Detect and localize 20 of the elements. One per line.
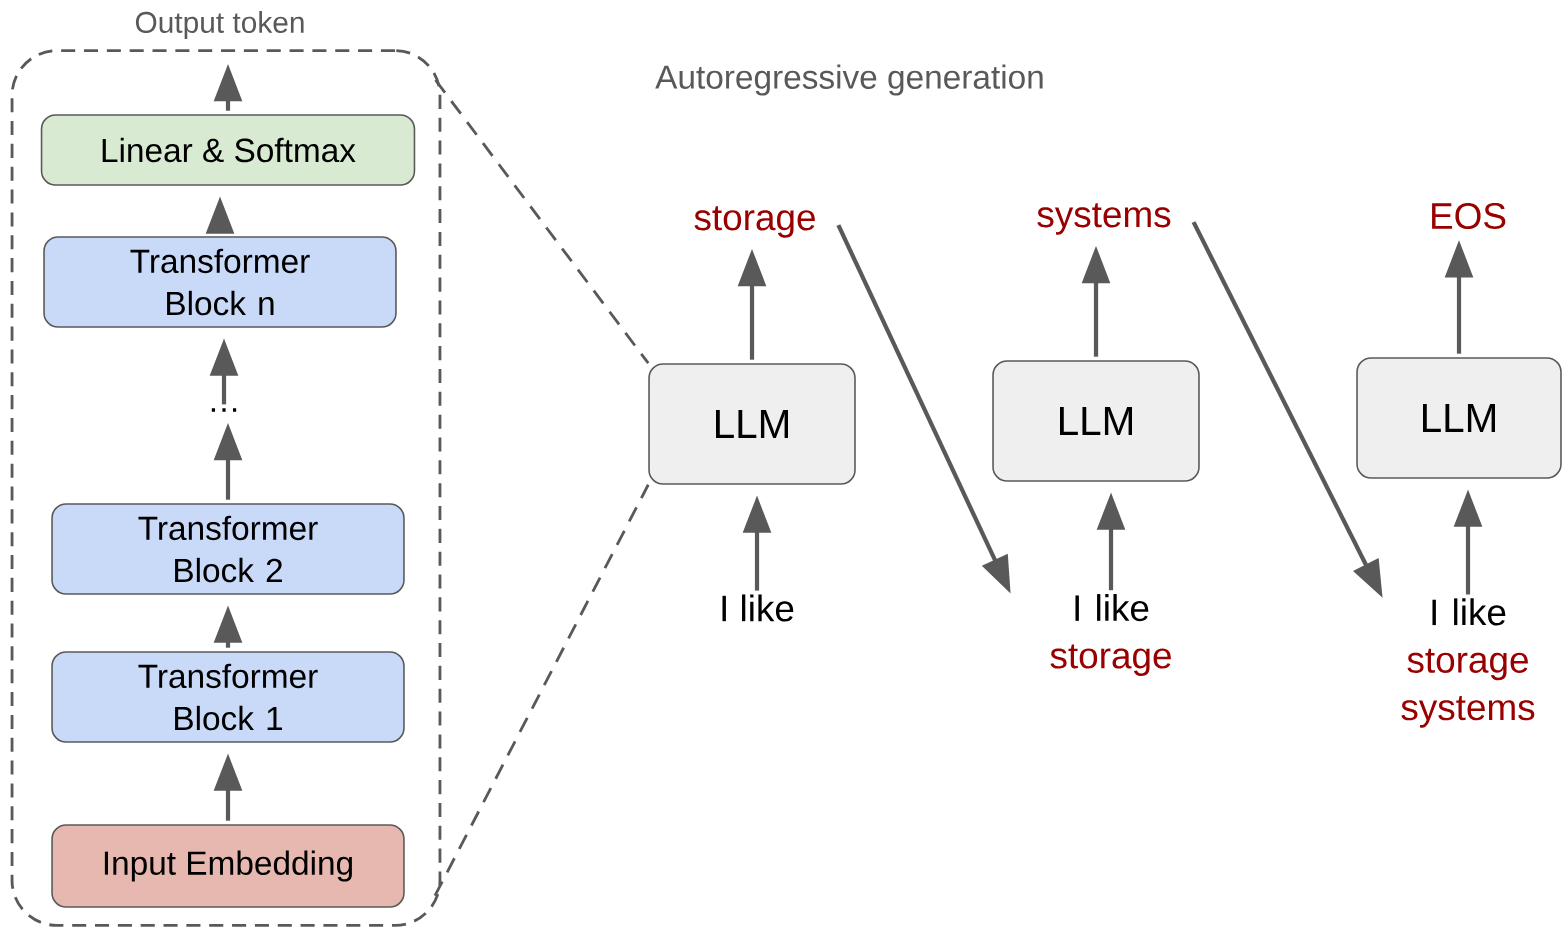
token-text: I like storage bbox=[1050, 594, 1171, 676]
heading: Autoregressive generation bbox=[655, 64, 1043, 96]
token-text: I like bbox=[722, 594, 794, 622]
token-text: I like storage systems bbox=[1401, 598, 1535, 728]
model-box: LLM bbox=[1356, 357, 1562, 479]
ellipsis: … bbox=[211, 408, 237, 412]
layer-box: Transformer Block 1 bbox=[51, 651, 405, 743]
layer-box: Linear & Softmax bbox=[40, 114, 416, 186]
token-text: EOS bbox=[1432, 202, 1506, 230]
layer-box: Input Embedding bbox=[51, 824, 405, 908]
model-box: LLM bbox=[648, 363, 856, 485]
dashed-line bbox=[433, 484, 650, 897]
dashed-frame bbox=[10, 49, 442, 927]
dashed-line bbox=[434, 79, 650, 365]
output-label: Output token bbox=[135, 11, 304, 39]
token-text: systems bbox=[1037, 203, 1171, 235]
layer-box: Transformer Block n bbox=[43, 236, 397, 328]
model-box: LLM bbox=[992, 360, 1200, 482]
layer-box: Transformer Block 2 bbox=[51, 503, 405, 595]
token-text: storage bbox=[694, 206, 815, 238]
